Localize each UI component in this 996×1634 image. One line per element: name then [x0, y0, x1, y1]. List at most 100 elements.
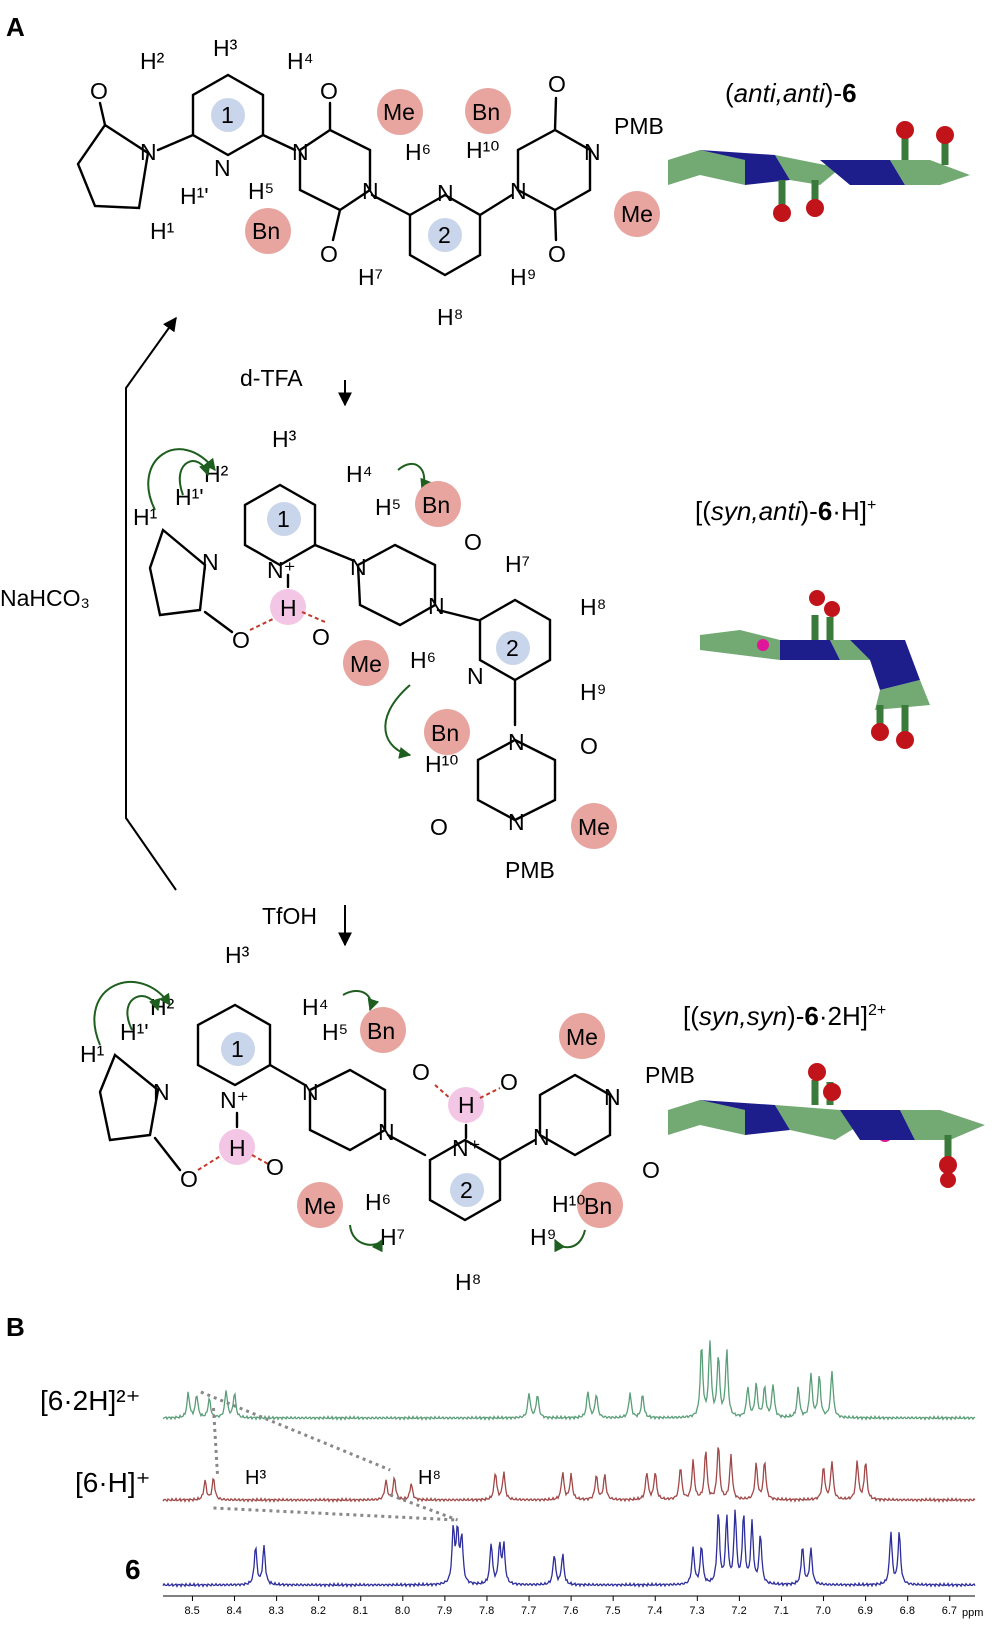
h1p-label: H¹' [180, 183, 209, 209]
correlation-line-2 [200, 1390, 391, 1472]
h3-label: H³ [213, 35, 238, 61]
pyridine-ring-1 [196, 1003, 272, 1087]
structure-syn-anti: N O H 1 N⁺ H³ H² H¹' H¹ H⁴ H⁵ N N O O Bn… [133, 426, 617, 883]
svg-text:Bn: Bn [367, 1018, 395, 1044]
svg-text:2: 2 [506, 635, 519, 661]
svg-text:N: N [378, 1119, 395, 1145]
peak-label-h3: H³ [245, 1467, 266, 1489]
svg-text:Bn: Bn [431, 720, 459, 746]
reagent-nahco3: NaHCO₃ [0, 585, 90, 611]
pyridine-ring-1 [243, 483, 317, 567]
svg-text:H: H [458, 1092, 475, 1118]
tick-label: 7.2 [731, 1605, 746, 1617]
pyridine-ring-2 [478, 598, 552, 682]
svg-text:N: N [508, 729, 525, 755]
svg-text:H: H [229, 1135, 246, 1161]
svg-text:N⁺: N⁺ [220, 1087, 249, 1113]
reagent-tfoh: TfOH [262, 903, 317, 929]
svg-text:O: O [464, 529, 482, 555]
svg-text:Me: Me [621, 201, 653, 227]
svg-text:O: O [266, 1154, 284, 1180]
spectra-traces [162, 1340, 976, 1588]
panel-label-a: A [6, 12, 25, 42]
svg-text:N: N [510, 178, 527, 204]
tick-label: 7.5 [605, 1605, 620, 1617]
svg-text:N⁺: N⁺ [267, 557, 296, 583]
species-top: (anti,anti)-6 [725, 78, 857, 108]
svg-text:H⁸: H⁸ [455, 1269, 481, 1295]
h5-label: H⁵ [248, 178, 274, 204]
trace-label-2h: [6·2H]²⁺ [40, 1385, 140, 1416]
correlation-line-4 [389, 1493, 459, 1522]
species-labels: (anti,anti)-6 [(syn,anti)-6·H]+ [(syn,sy… [683, 78, 886, 1031]
svg-text:O: O [500, 1069, 518, 1095]
svg-text:Bn: Bn [472, 99, 500, 125]
svg-text:H¹: H¹ [80, 1041, 105, 1067]
svg-text:N: N [467, 663, 484, 689]
tick-label: 8.2 [311, 1605, 326, 1617]
reagent-dtfa: d-TFA [240, 365, 303, 391]
arrow-nahco3 [125, 316, 177, 891]
dkp-ring-2 [476, 738, 557, 822]
svg-text:O: O [312, 624, 330, 650]
reaction-arrows: d-TFA TfOH NaHCO₃ [0, 316, 352, 947]
svg-text:H⁶: H⁶ [410, 647, 436, 673]
svg-text:N: N [153, 1079, 170, 1105]
correlation-lines [200, 1390, 459, 1522]
pyrrolidinone-ring [98, 1053, 160, 1142]
pyrrolidinone-ring [76, 123, 150, 210]
svg-text:H¹': H¹' [120, 1019, 149, 1045]
svg-text:Me: Me [304, 1193, 336, 1219]
tick-label: 7.8 [479, 1605, 494, 1617]
tick-label: 7.3 [689, 1605, 704, 1617]
svg-text:Bn: Bn [584, 1193, 612, 1219]
axis-unit: ppm [962, 1607, 983, 1619]
tick-label: 7.0 [816, 1605, 831, 1617]
svg-text:H¹⁰: H¹⁰ [425, 751, 459, 777]
svg-text:H³: H³ [272, 426, 297, 452]
tick-label: 8.5 [184, 1605, 199, 1617]
panel-label-b: B [6, 1312, 25, 1342]
svg-text:N⁺: N⁺ [452, 1135, 481, 1161]
svg-text:O: O [320, 241, 338, 267]
bn-bubble [245, 208, 291, 254]
ring-1-bubble [211, 98, 245, 132]
dkp-ring-1 [298, 128, 372, 212]
tick-label: 8.3 [269, 1605, 284, 1617]
svg-text:O: O [180, 1166, 198, 1192]
svg-text:H⁴: H⁴ [302, 994, 329, 1020]
tick-label: 7.9 [437, 1605, 452, 1617]
svg-text:H⁵: H⁵ [322, 1019, 348, 1045]
pyridine-ring-2 [428, 1138, 502, 1222]
structure-anti-anti: O N 1 N H³ H² H⁴ H¹ H¹' N N O O Me H⁶ Bn… [76, 35, 664, 330]
h4-label: H⁴ [287, 48, 314, 74]
svg-text:Me: Me [578, 814, 610, 840]
svg-text:O: O [430, 814, 448, 840]
svg-text:H¹': H¹' [175, 484, 204, 510]
spectrum-trace-1 [162, 1340, 976, 1422]
spectrum-trace-3 [162, 1509, 976, 1588]
tick-label: 7.6 [563, 1605, 578, 1617]
svg-text:H⁸: H⁸ [580, 594, 606, 620]
svg-text:N: N [533, 1124, 550, 1150]
tick-label: 6.9 [858, 1605, 873, 1617]
structure-syn-syn: N O H 1 N⁺ H³ H² H¹' H¹ H⁴ H⁵ N N O O Bn… [80, 942, 695, 1295]
svg-text:N: N [350, 554, 367, 580]
svg-text:H²: H² [150, 994, 175, 1020]
ring-1-label: 1 [221, 102, 234, 128]
spectrum-trace-2 [162, 1447, 976, 1503]
svg-text:N: N [214, 155, 231, 181]
svg-text:O: O [412, 1059, 430, 1085]
me-label: Me [383, 99, 415, 125]
svg-text:O: O [548, 71, 566, 97]
svg-text:N: N [584, 139, 601, 165]
svg-text:N: N [428, 593, 445, 619]
tick-label: 6.7 [942, 1605, 957, 1617]
svg-text:1: 1 [277, 506, 290, 532]
pmb-label: PMB [614, 113, 664, 139]
svg-text:O: O [642, 1157, 660, 1183]
tick-label: 8.4 [227, 1605, 242, 1617]
svg-text:O: O [548, 241, 566, 267]
